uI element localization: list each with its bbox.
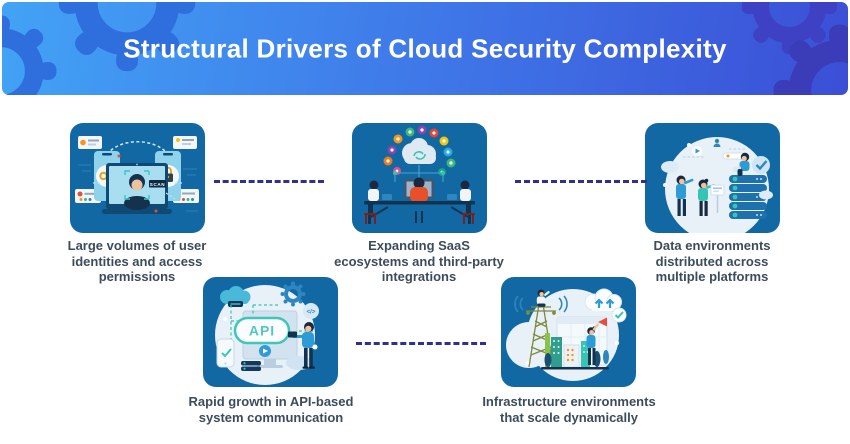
sitting-person xyxy=(536,289,550,307)
card-caption-identity: Large volumes of user identities and acc… xyxy=(67,238,207,284)
card-caption-infra: Infrastructure environments that scale d… xyxy=(482,394,656,425)
connector-dashed-line xyxy=(515,180,647,183)
center-worker xyxy=(404,177,434,223)
cloud-icon xyxy=(220,286,251,307)
scan-frame-icon xyxy=(124,170,150,200)
laptop-face-scan: SCAN xyxy=(102,163,172,214)
header-banner: Structural Drivers of Cloud Security Com… xyxy=(2,2,848,95)
distributed-data-servers-illustration xyxy=(661,137,773,233)
standing-person xyxy=(288,322,315,369)
cloud-icon xyxy=(661,161,679,173)
right-worker xyxy=(447,180,475,224)
presentation-board xyxy=(710,184,725,213)
megaphone-icon xyxy=(598,317,607,327)
tree-icon xyxy=(603,350,609,364)
cloud-icon xyxy=(402,138,436,164)
api-pill: API xyxy=(233,316,291,345)
api-communication-illustration: </> API xyxy=(215,281,319,385)
gear-icon xyxy=(280,281,306,307)
tree-icon xyxy=(544,353,552,367)
check-badge-icon xyxy=(752,156,770,174)
cloud-icon xyxy=(759,190,773,200)
card-identity: SCAN xyxy=(70,123,205,233)
standing-person xyxy=(676,175,694,216)
user-identity-scan-illustration: SCAN xyxy=(75,136,199,214)
green-strip-building xyxy=(545,333,550,367)
browser-card-icon xyxy=(78,136,102,149)
connector-dashed-line xyxy=(356,342,486,345)
card-data xyxy=(645,123,780,233)
scaling-infrastructure-illustration xyxy=(506,288,627,381)
scan-label: SCAN xyxy=(150,182,165,187)
sitting-person xyxy=(733,152,750,176)
code-icon: </> xyxy=(303,303,319,319)
desk xyxy=(364,201,475,224)
play-icon xyxy=(692,146,702,156)
phone-check-icon xyxy=(216,338,235,368)
buildings-icon xyxy=(551,337,590,368)
card-caption-api: Rapid growth in API-based system communi… xyxy=(188,394,354,425)
circuit-lines xyxy=(78,146,198,212)
user-upload-icon xyxy=(713,138,721,147)
browser-card-icon xyxy=(173,136,197,149)
left-worker xyxy=(364,180,392,224)
server-stack-icon xyxy=(729,175,767,219)
cloud-upload-icon xyxy=(584,288,622,311)
power-tower-icon xyxy=(526,303,556,368)
server-stack-icon xyxy=(241,361,261,371)
api-label: API xyxy=(249,323,275,339)
card-caption-data: Data environments distributed across mul… xyxy=(653,238,771,284)
card-saas xyxy=(352,123,487,233)
page-title: Structural Drivers of Cloud Security Com… xyxy=(123,33,727,63)
standing-person xyxy=(586,317,607,365)
ground-line xyxy=(541,367,609,370)
wifi-signal-icon xyxy=(514,295,568,313)
connector-dashed-line xyxy=(214,180,324,183)
svg-text:</>: </> xyxy=(307,310,316,316)
play-icon xyxy=(259,345,271,357)
saas-cloud-collaboration-illustration xyxy=(364,125,475,224)
check-badge-icon xyxy=(611,307,627,323)
card-infra xyxy=(501,277,636,387)
card-api: </> API xyxy=(203,277,338,387)
card-caption-saas: Expanding SaaS ecosystems and third-part… xyxy=(334,238,504,284)
